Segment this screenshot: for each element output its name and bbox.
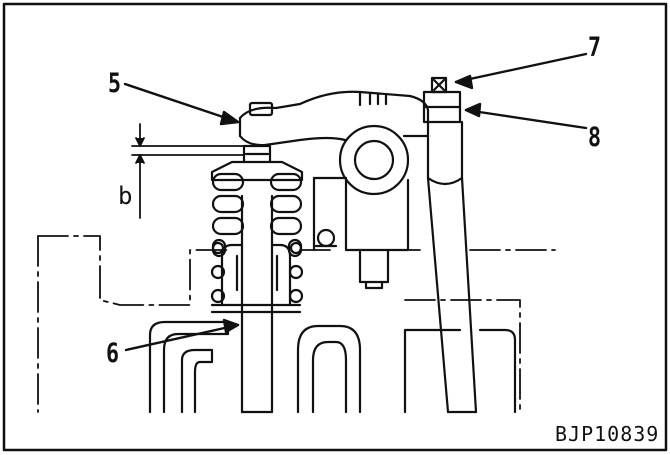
rocker-shaft (312, 124, 410, 290)
spring-retainer (210, 144, 304, 182)
leader-7 (454, 52, 588, 84)
callout-7: 7 (588, 32, 602, 63)
figure-code: BJP10839 (555, 422, 660, 446)
leader-8 (464, 108, 588, 130)
leader-lines (123, 52, 588, 352)
clearance-dimension (131, 123, 245, 219)
callout-5: 5 (108, 68, 122, 99)
callout-6: 6 (106, 338, 120, 369)
push-rod (426, 120, 478, 414)
cylinder-head-outline (37, 235, 556, 413)
leader-6 (124, 323, 240, 352)
leader-5 (123, 82, 240, 124)
clearance-label: b (118, 182, 133, 210)
lower-ports (148, 320, 517, 414)
adjusting-screw (422, 76, 462, 124)
callout-8: 8 (588, 122, 602, 153)
valve-spring (210, 172, 304, 304)
valve-guide (210, 243, 302, 314)
